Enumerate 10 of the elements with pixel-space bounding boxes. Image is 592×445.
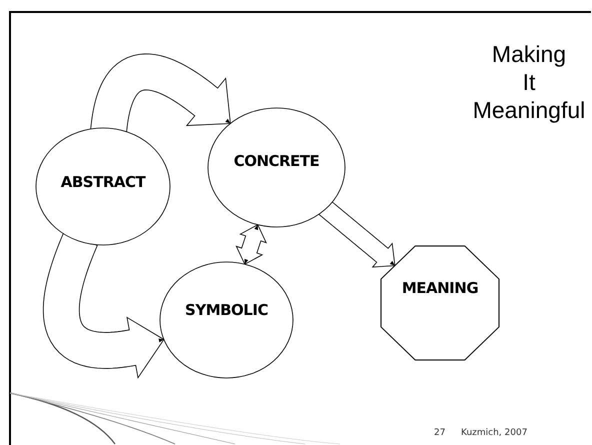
slide-number: 27 [434,428,446,438]
slide-title: Making It Meaningful [472,40,586,124]
node-label: MEANING [400,279,480,298]
footer-credit: Kuzmich, 2007 [461,428,528,438]
node-label: SYMBOLIC [184,300,269,319]
node-label: ABSTRACT [60,172,147,191]
block-arrow [42,231,164,379]
block-arrow [90,54,231,134]
node-label: CONCRETE [232,152,320,170]
block-arrow [236,224,267,265]
